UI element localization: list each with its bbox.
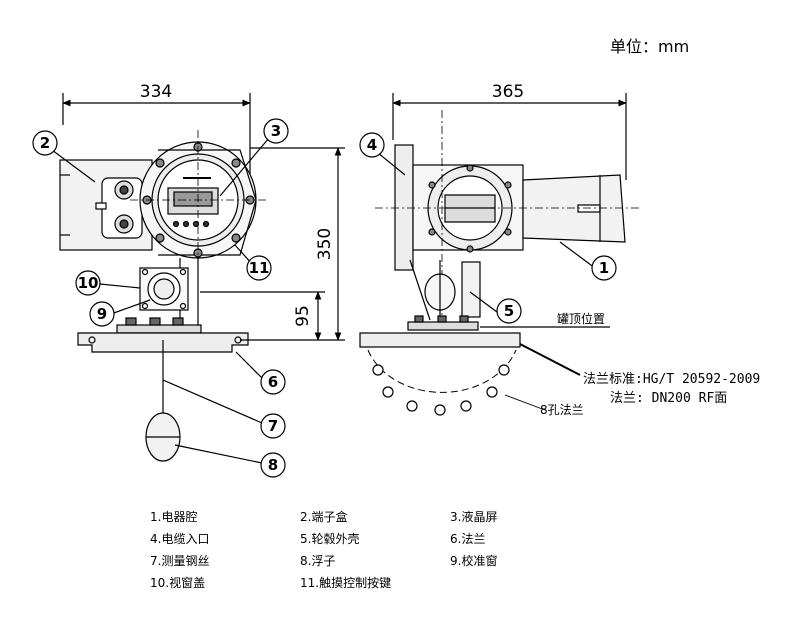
note-holes: 8孔法兰	[540, 403, 584, 417]
callout-4: 4	[367, 136, 377, 154]
legend-item: 2.端子盒	[300, 510, 348, 524]
front-view	[32, 93, 345, 478]
legend-item: 8.浮子	[300, 554, 336, 568]
callout-11: 11	[249, 259, 270, 277]
legend-item: 1.电器腔	[150, 510, 198, 524]
legend-item: 3.液晶屏	[450, 510, 498, 524]
callout-8: 8	[268, 456, 278, 474]
side-view	[359, 93, 640, 416]
callout-1: 1	[599, 259, 609, 277]
legend-item: 5.轮毂外壳	[300, 532, 360, 546]
dim-float-offset: 95	[293, 305, 313, 327]
callout-2: 2	[40, 134, 50, 152]
legend-item: 9.校准窗	[450, 554, 498, 568]
callout-9: 9	[97, 305, 107, 323]
legend-item: 6.法兰	[450, 532, 486, 546]
legend-item: 11.触摸控制按键	[300, 576, 392, 590]
note-flange: 法兰: DN200 RF面	[610, 391, 727, 406]
callout-7: 7	[268, 417, 278, 435]
legend-item: 7.测量钢丝	[150, 554, 210, 568]
callout-3: 3	[271, 122, 281, 140]
dim-right-width: 365	[492, 82, 524, 102]
dim-height: 350	[315, 228, 335, 260]
note-flange-standard: 法兰标准:HG/T 20592-2009	[583, 372, 760, 387]
legend-item: 4.电缆入口	[150, 532, 210, 546]
note-tank-top: 罐顶位置	[557, 311, 605, 326]
parts-legend: 1.电器腔 2.端子盒 3.液晶屏 4.电缆入口 5.轮毂外壳 6.法兰 7.测…	[150, 508, 580, 591]
unit-label: 单位：mm	[610, 37, 689, 56]
callout-10: 10	[78, 274, 99, 292]
dim-left-width: 334	[140, 82, 172, 102]
legend-item: 10.视窗盖	[150, 576, 206, 590]
callout-5: 5	[504, 302, 514, 320]
callout-6: 6	[268, 373, 278, 391]
